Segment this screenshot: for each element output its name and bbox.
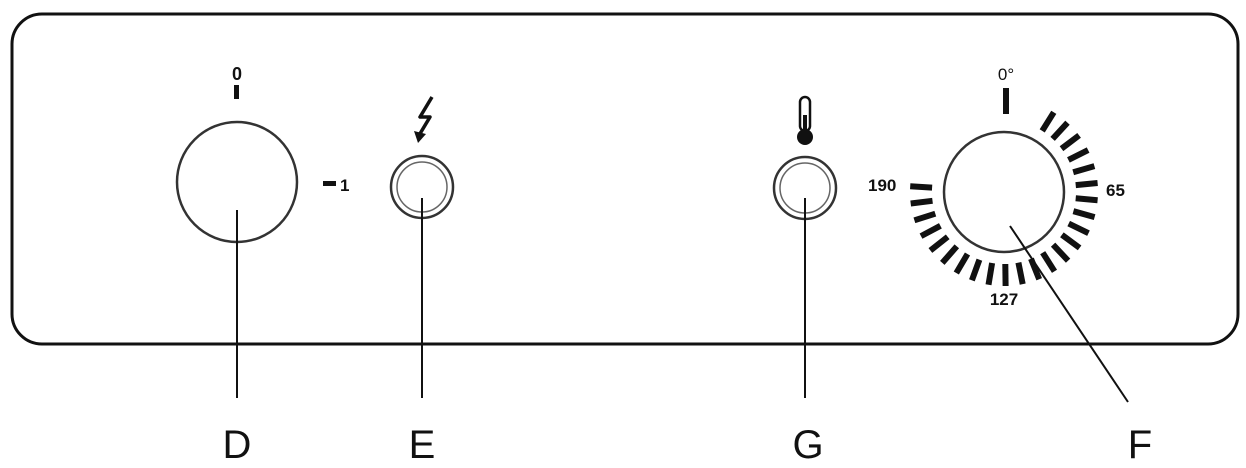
dial-tick-22	[910, 197, 933, 207]
dial-top-mark: 0°	[998, 65, 1014, 84]
dial-scale-ticks	[910, 110, 1098, 287]
dial-tick-23	[910, 183, 933, 191]
thermostat-lamp-group	[772, 95, 838, 398]
selector-knob-group: 0 1	[175, 64, 349, 398]
temperature-dial-knob[interactable]	[942, 130, 1066, 254]
dial-right-mark: 65	[1106, 181, 1125, 200]
dial-tick-10	[1050, 242, 1071, 263]
dial-tick-18	[940, 244, 960, 265]
thermometer-icon	[797, 95, 813, 145]
selector-side-tick	[323, 181, 336, 186]
dial-tick-6	[1075, 195, 1098, 204]
dial-tick-11	[1040, 251, 1058, 273]
callout-label-e: E	[409, 423, 436, 467]
lightning-bolt-icon	[414, 96, 434, 143]
dial-tick-8	[1067, 220, 1090, 236]
callout-label-f: F	[1128, 423, 1152, 467]
dial-tick-19	[928, 234, 950, 253]
dial-tick-1	[1050, 120, 1070, 141]
dial-tick-9	[1060, 232, 1082, 251]
dial-tick-20	[919, 223, 942, 239]
dial-tick-3	[1067, 147, 1090, 163]
selector-top-tick	[234, 85, 239, 99]
dial-tick-21	[913, 210, 937, 224]
selector-top-mark: 0	[232, 64, 242, 84]
dial-bottom-mark: 127	[990, 290, 1018, 309]
power-lamp-group	[389, 96, 455, 398]
dial-tick-0	[1039, 110, 1057, 133]
dial-left-mark: 190	[868, 176, 896, 195]
dial-tick-13	[1015, 262, 1026, 285]
temperature-dial-group: 0° 190 65 127	[868, 65, 1129, 403]
callout-line-f	[1009, 225, 1129, 403]
dial-tick-5	[1075, 180, 1098, 189]
dial-tick-12	[1028, 257, 1042, 281]
dial-tick-16	[969, 258, 983, 282]
callout-label-g: G	[792, 423, 823, 467]
dial-tick-7	[1072, 208, 1096, 220]
dial-tick-15	[985, 262, 996, 286]
selector-side-mark: 1	[340, 176, 349, 195]
dial-tick-2	[1059, 133, 1081, 152]
control-panel	[10, 12, 1240, 346]
dial-tick-4	[1072, 163, 1096, 176]
dial-top-tick	[1003, 88, 1009, 114]
dial-tick-17	[953, 252, 971, 275]
callout-label-d: D	[223, 423, 252, 467]
